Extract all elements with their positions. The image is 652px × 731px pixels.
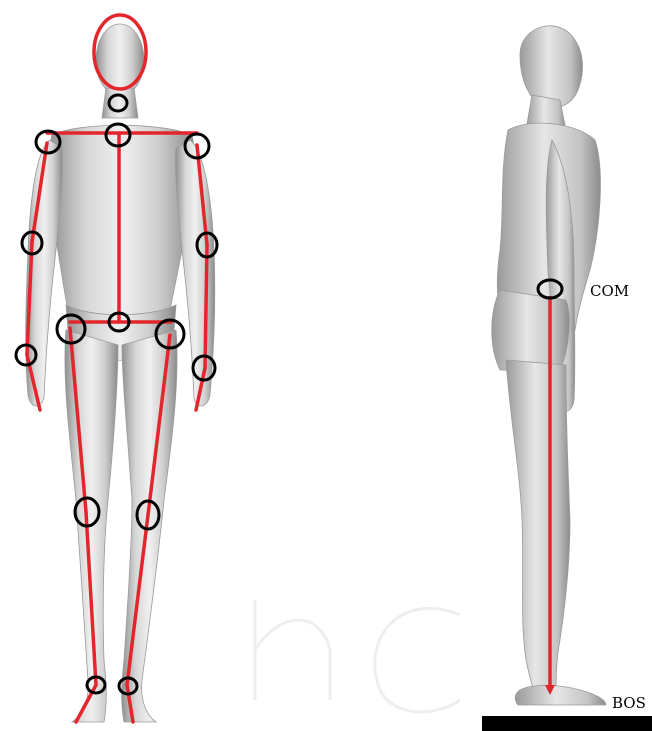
base-of-support-ground bbox=[482, 716, 652, 731]
front-body-figure bbox=[26, 24, 215, 722]
bos-label: BOS bbox=[612, 694, 646, 712]
com-label: COM bbox=[590, 282, 629, 300]
right-forearm bbox=[205, 245, 207, 368]
watermark bbox=[255, 600, 460, 712]
